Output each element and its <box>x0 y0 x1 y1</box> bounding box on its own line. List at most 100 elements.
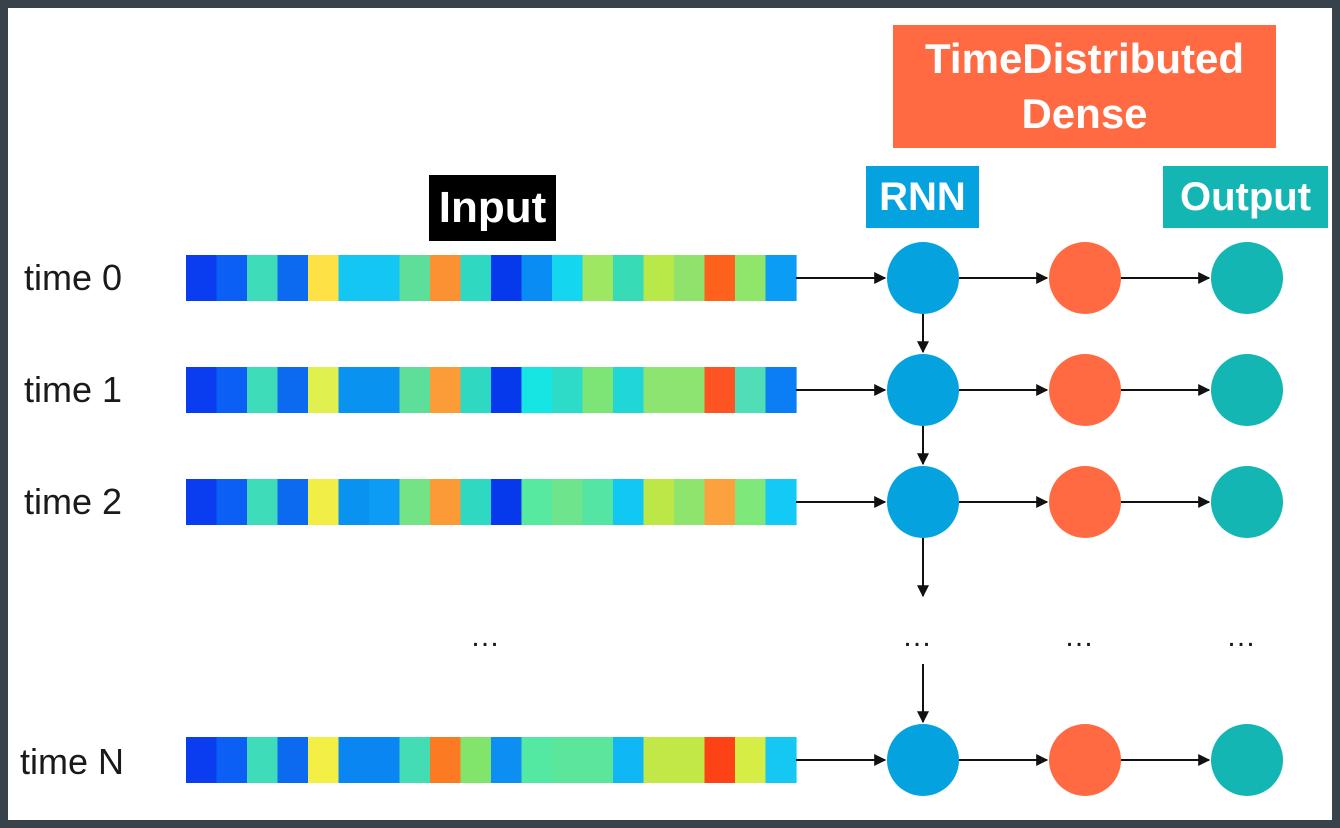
input-cell <box>643 479 675 525</box>
row-label-time-1: time 1 <box>24 369 123 410</box>
input-cell <box>430 479 462 525</box>
input-cell <box>460 255 492 301</box>
input-cell <box>247 255 279 301</box>
row-label-time-0: time 0 <box>24 257 123 298</box>
input-cell <box>521 367 553 413</box>
input-cell <box>430 367 462 413</box>
input-cell <box>247 737 279 783</box>
input-cell <box>308 367 340 413</box>
row-label-time-2: time 2 <box>24 481 123 522</box>
input-strip <box>186 737 797 783</box>
input-cell <box>735 255 767 301</box>
input-cell <box>460 367 492 413</box>
input-cell <box>582 737 614 783</box>
dense-node <box>1049 242 1121 314</box>
input-cell <box>308 479 340 525</box>
input-cell <box>643 367 675 413</box>
diagram-canvas: Input TimeDistributed Dense RNN Output t… <box>8 8 1332 820</box>
rnn-node <box>887 354 959 426</box>
input-cell <box>186 255 218 301</box>
input-cell <box>613 367 645 413</box>
connection-arrows <box>796 272 1211 766</box>
output-header-label: Output <box>1179 174 1312 219</box>
input-strip <box>186 367 797 413</box>
input-strip <box>186 479 797 525</box>
input-cell <box>613 479 645 525</box>
input-cell <box>277 737 309 783</box>
input-cell <box>247 479 279 525</box>
input-cell <box>491 479 523 525</box>
input-cell <box>552 367 584 413</box>
input-cell <box>369 367 401 413</box>
input-cell <box>674 737 706 783</box>
input-cell <box>735 367 767 413</box>
input-cell <box>613 737 645 783</box>
input-cell <box>399 255 431 301</box>
network-nodes <box>887 242 1283 796</box>
diagram-graphics <box>186 242 1283 796</box>
input-cell <box>704 479 736 525</box>
input-cell <box>765 367 797 413</box>
rnn-ellipsis: … <box>902 620 937 653</box>
input-cell <box>216 737 248 783</box>
input-cell <box>338 737 370 783</box>
input-cell <box>552 737 584 783</box>
input-header-label: Input <box>438 183 547 232</box>
input-cell <box>674 367 706 413</box>
output-node <box>1211 466 1283 538</box>
input-cell <box>186 737 218 783</box>
output-node <box>1211 242 1283 314</box>
input-cell <box>704 367 736 413</box>
input-cell <box>338 479 370 525</box>
input-cell <box>216 479 248 525</box>
input-cell <box>399 479 431 525</box>
rnn-node <box>887 466 959 538</box>
input-cell <box>369 737 401 783</box>
dense-node <box>1049 466 1121 538</box>
input-cell <box>765 737 797 783</box>
input-cell <box>308 255 340 301</box>
dense-label: Dense <box>1021 89 1148 137</box>
input-cell <box>369 479 401 525</box>
dense-node <box>1049 354 1121 426</box>
output-header: Output <box>1163 166 1328 228</box>
input-cell <box>582 255 614 301</box>
input-cell <box>735 737 767 783</box>
rnn-node <box>887 724 959 796</box>
input-cell <box>308 737 340 783</box>
input-cell <box>765 479 797 525</box>
input-cell <box>552 479 584 525</box>
input-cell <box>277 479 309 525</box>
input-cell <box>674 255 706 301</box>
input-cell <box>643 737 675 783</box>
input-cell <box>521 255 553 301</box>
input-cell <box>491 255 523 301</box>
input-cell <box>613 255 645 301</box>
output-node <box>1211 354 1283 426</box>
input-cell <box>186 367 218 413</box>
input-cell <box>247 367 279 413</box>
input-cell <box>765 255 797 301</box>
dense-ellipsis: … <box>1064 620 1099 653</box>
rnn-header: RNN <box>866 166 979 228</box>
input-cell <box>521 479 553 525</box>
input-cell <box>704 255 736 301</box>
input-cell <box>491 737 523 783</box>
time-distributed-dense-header: TimeDistributed Dense <box>893 25 1276 148</box>
input-cell <box>582 367 614 413</box>
input-cell <box>704 737 736 783</box>
dense-node <box>1049 724 1121 796</box>
input-cell <box>491 367 523 413</box>
input-header: Input <box>429 175 556 241</box>
input-cell <box>216 255 248 301</box>
input-cell <box>399 367 431 413</box>
rnn-node <box>887 242 959 314</box>
input-cell <box>674 479 706 525</box>
rnn-header-label: RNN <box>879 174 966 219</box>
input-cell <box>277 255 309 301</box>
input-cell <box>643 255 675 301</box>
input-cell <box>399 737 431 783</box>
input-strips <box>186 255 797 783</box>
input-cell <box>338 367 370 413</box>
input-cell <box>430 737 462 783</box>
